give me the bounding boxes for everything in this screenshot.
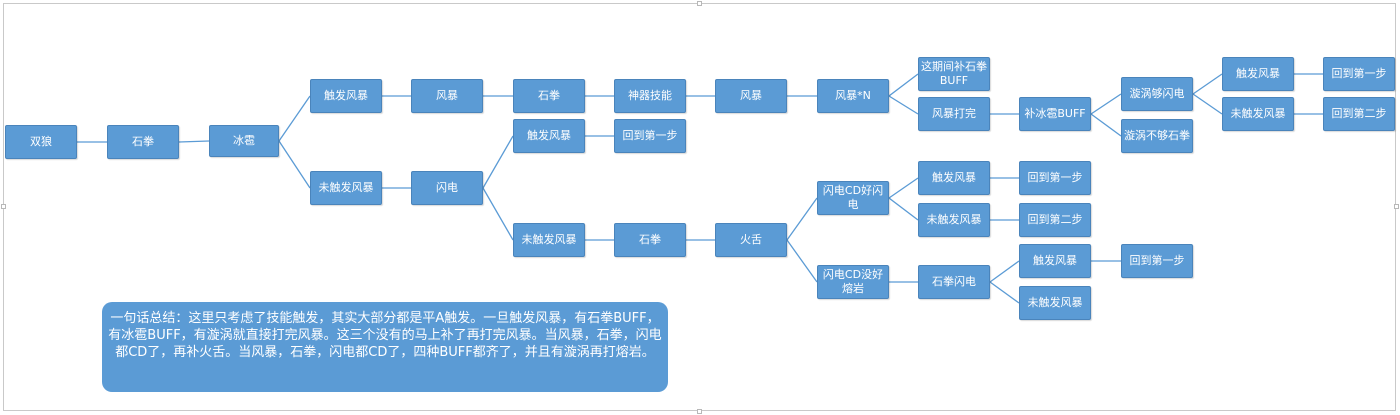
node-weichufa5[interactable]: 未触发风暴 <box>1222 97 1294 131</box>
node-label: 风暴 <box>740 89 762 102</box>
connector-fengbaoN-fengbaodawan <box>888 95 919 115</box>
node-fengbaodawan[interactable]: 风暴打完 <box>918 97 990 131</box>
node-huidao1d[interactable]: 回到第一步 <box>1323 57 1395 91</box>
node-label: 触发风暴 <box>527 129 571 142</box>
connector-fengbaoN-buqi <box>888 73 919 97</box>
node-label: 冰雹 <box>233 134 255 147</box>
node-weichufa1[interactable]: 未触发风暴 <box>310 171 382 205</box>
node-shiquan1[interactable]: 石拳 <box>107 125 179 159</box>
node-huidao1c[interactable]: 回到第一步 <box>1121 244 1193 278</box>
node-label: 触发风暴 <box>324 89 368 102</box>
node-shandian1[interactable]: 闪电 <box>411 171 483 205</box>
node-weichufa2[interactable]: 未触发风暴 <box>513 223 585 257</box>
node-label: 风暴 <box>436 89 458 102</box>
node-shiquan2[interactable]: 石拳 <box>513 79 585 113</box>
node-shuanglang[interactable]: 双狼 <box>5 125 77 159</box>
node-huidao2d[interactable]: 回到第二步 <box>1323 97 1395 131</box>
right-resize-handle[interactable] <box>1394 204 1399 209</box>
node-label: 未触发风暴 <box>1027 296 1083 309</box>
connector-huoshe-shandianCDhao <box>786 197 818 241</box>
node-label: 漩涡不够石拳 <box>1124 129 1190 142</box>
node-label: 这期间补石拳BUFF <box>921 60 987 87</box>
node-label: 石拳闪电 <box>932 275 976 288</box>
node-weichufa3[interactable]: 未触发风暴 <box>918 203 990 237</box>
node-fengbao2[interactable]: 风暴 <box>715 79 787 113</box>
node-label: 触发风暴 <box>1236 67 1280 80</box>
connector-shandian1-weichufa2 <box>482 187 514 241</box>
bottom-resize-handle[interactable] <box>697 409 702 414</box>
summary-text: 一句话总结：这里只考虑了技能触发，其实大部分都是平A触发。一旦触发风暴，有石拳B… <box>108 311 662 360</box>
node-label: 石拳 <box>132 135 154 148</box>
node-label: 未触发风暴 <box>1230 107 1286 120</box>
node-label: 触发风暴 <box>932 171 976 184</box>
node-label: 回到第一步 <box>1331 67 1387 80</box>
node-chufa1[interactable]: 触发风暴 <box>310 79 382 113</box>
node-label: 回到第二步 <box>1331 107 1387 120</box>
node-bingbao[interactable]: 冰雹 <box>209 125 279 157</box>
node-bubingbao[interactable]: 补冰雹BUFF <box>1019 97 1091 131</box>
connector-shiquan1-bingbao <box>178 140 210 143</box>
node-label: 触发风暴 <box>1033 254 1077 267</box>
node-label: 回到第二步 <box>1027 213 1083 226</box>
node-huoshe[interactable]: 火舌 <box>715 223 787 257</box>
summary-note: 一句话总结：这里只考虑了技能触发，其实大部分都是平A触发。一旦触发风暴，有石拳B… <box>102 302 668 392</box>
connector-xuanwogou-chufa5 <box>1192 73 1223 95</box>
node-label: 未触发风暴 <box>521 233 577 246</box>
node-chufa3[interactable]: 触发风暴 <box>918 161 990 195</box>
node-fengbaoN[interactable]: 风暴*N <box>817 79 889 113</box>
node-weichufa4[interactable]: 未触发风暴 <box>1019 286 1091 320</box>
node-chufa5[interactable]: 触发风暴 <box>1222 57 1294 91</box>
node-shandianCDhao[interactable]: 闪电CD好闪电 <box>817 181 889 215</box>
node-label: 神器技能 <box>628 89 672 102</box>
node-label: 风暴打完 <box>932 107 976 120</box>
connector-bubingbao-xuanwogou <box>1090 93 1122 115</box>
node-chufa4[interactable]: 触发风暴 <box>1019 244 1091 278</box>
node-label: 补冰雹BUFF <box>1024 107 1086 120</box>
left-resize-handle[interactable] <box>1 204 6 209</box>
connector-huoshe-shandianCDmei <box>786 239 818 283</box>
node-label: 回到第一步 <box>622 129 678 142</box>
node-xuanwogou[interactable]: 漩涡够闪电 <box>1121 77 1193 111</box>
node-label: 火舌 <box>740 233 762 246</box>
connector-shiquanshandian-weichufa4 <box>989 281 1020 304</box>
node-label: 双狼 <box>30 135 52 148</box>
connector-shandianCDhao-weichufa3 <box>888 197 919 221</box>
node-chufa2[interactable]: 触发风暴 <box>513 119 585 153</box>
connector-shiquanshandian-chufa4 <box>989 260 1020 283</box>
node-shiquanshandian[interactable]: 石拳闪电 <box>918 265 990 299</box>
node-xuanwobugou[interactable]: 漩涡不够石拳 <box>1121 119 1193 153</box>
connector-shandian1-chufa2 <box>482 135 514 189</box>
node-label: 闪电 <box>436 181 458 194</box>
node-shiquan3[interactable]: 石拳 <box>614 223 686 257</box>
node-label: 回到第一步 <box>1027 171 1083 184</box>
node-label: 回到第一步 <box>1129 254 1185 267</box>
node-huidao1b[interactable]: 回到第一步 <box>1019 161 1091 195</box>
connector-shandianCDhao-chufa3 <box>888 177 919 199</box>
node-buqi[interactable]: 这期间补石拳BUFF <box>918 57 990 91</box>
node-label: 漩涡够闪电 <box>1129 87 1185 100</box>
node-label: 石拳 <box>639 233 661 246</box>
connector-bingbao-chufa1 <box>278 95 311 142</box>
node-huidao1a[interactable]: 回到第一步 <box>614 119 686 153</box>
node-label: 闪电CD没好熔岩 <box>822 268 884 295</box>
connector-bubingbao-xuanwobugou <box>1090 113 1122 137</box>
node-label: 未触发风暴 <box>926 213 982 226</box>
top-resize-handle[interactable] <box>697 1 702 6</box>
node-label: 风暴*N <box>835 89 871 102</box>
connector-bingbao-weichufa1 <box>278 140 311 189</box>
node-shandianCDmei[interactable]: 闪电CD没好熔岩 <box>817 265 889 299</box>
node-label: 闪电CD好闪电 <box>822 184 884 211</box>
node-huidao2b[interactable]: 回到第二步 <box>1019 203 1091 237</box>
node-shenqi[interactable]: 神器技能 <box>614 79 686 113</box>
connector-xuanwogou-weichufa5 <box>1192 93 1223 115</box>
node-fengbao1[interactable]: 风暴 <box>411 79 483 113</box>
node-label: 未触发风暴 <box>318 181 374 194</box>
node-label: 石拳 <box>538 89 560 102</box>
